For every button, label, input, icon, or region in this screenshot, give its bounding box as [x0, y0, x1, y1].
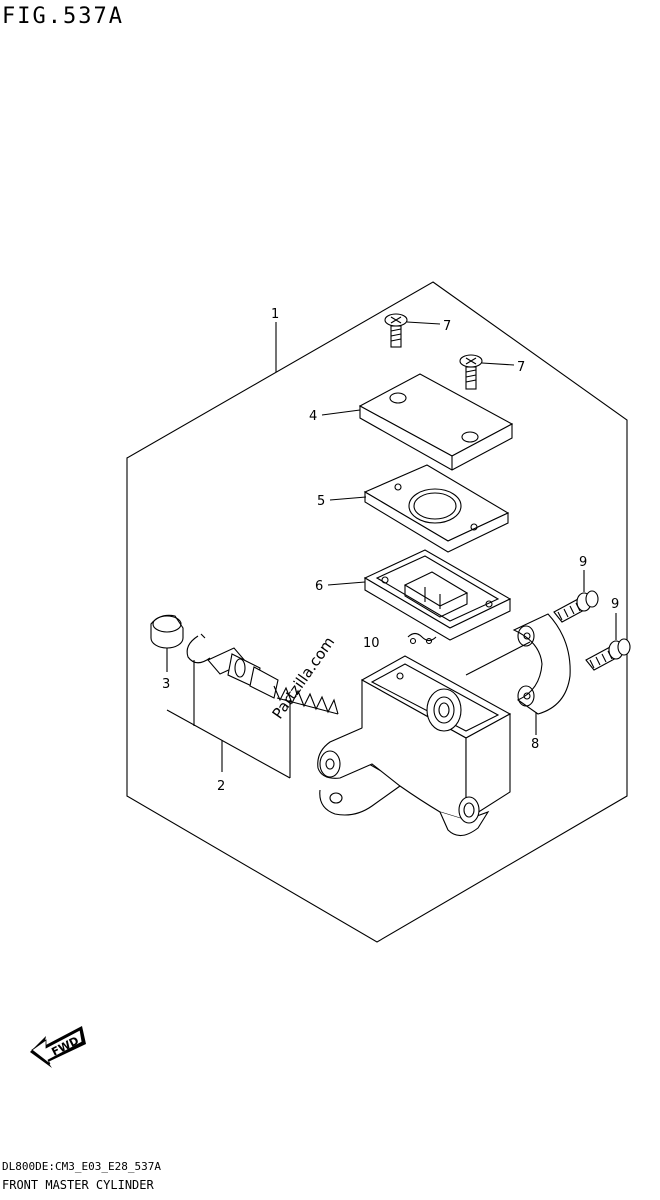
bolt-9-lower[interactable]	[585, 638, 631, 671]
figure-code: DL800DE:CM3_E03_E28_537A	[2, 1160, 161, 1173]
callout-10[interactable]: 10	[363, 636, 380, 651]
callout-4[interactable]: 4	[309, 409, 317, 424]
leader-2-bracket-a	[166, 709, 291, 779]
callout-7b[interactable]: 7	[517, 360, 525, 375]
reservoir-cap[interactable]	[358, 373, 514, 471]
reservoir-plate[interactable]	[363, 464, 510, 553]
callout-6[interactable]: 5	[317, 494, 325, 509]
callout-5[interactable]: 6	[315, 579, 323, 594]
leader-5	[327, 581, 366, 586]
bolt-9-upper[interactable]	[553, 590, 599, 623]
leader-6	[329, 496, 367, 501]
piston[interactable]	[207, 647, 279, 699]
callout-7a[interactable]: 7	[443, 319, 451, 334]
clip[interactable]	[407, 632, 437, 645]
boot[interactable]	[150, 614, 184, 649]
screw-7-left[interactable]	[384, 313, 408, 348]
leader-4	[321, 409, 361, 416]
clamp[interactable]	[512, 613, 571, 715]
callout-2[interactable]: 2	[217, 779, 225, 794]
callout-9a[interactable]: 9	[579, 555, 587, 570]
assembly-outline	[126, 281, 628, 943]
master-cylinder-body[interactable]	[317, 641, 531, 837]
circlip[interactable]	[186, 633, 211, 664]
parts-diagram: 1 7 7 4 5	[30, 281, 631, 1068]
callout-1[interactable]: 1	[271, 307, 279, 322]
fwd-arrow-icon: FWD	[30, 1026, 86, 1068]
figure-title: FIG.537A	[2, 4, 124, 29]
callout-8[interactable]: 8	[531, 737, 539, 752]
callout-3[interactable]: 3	[162, 677, 170, 692]
leader-7a	[406, 321, 441, 325]
spring[interactable]	[273, 685, 339, 715]
leader-7b	[481, 362, 515, 366]
callout-9b[interactable]: 9	[611, 597, 619, 612]
watermark: Partzilla.com	[269, 633, 339, 722]
screw-7-right[interactable]	[459, 354, 483, 390]
diaphragm[interactable]	[363, 549, 512, 641]
figure-name: FRONT MASTER CYLINDER	[2, 1178, 154, 1192]
